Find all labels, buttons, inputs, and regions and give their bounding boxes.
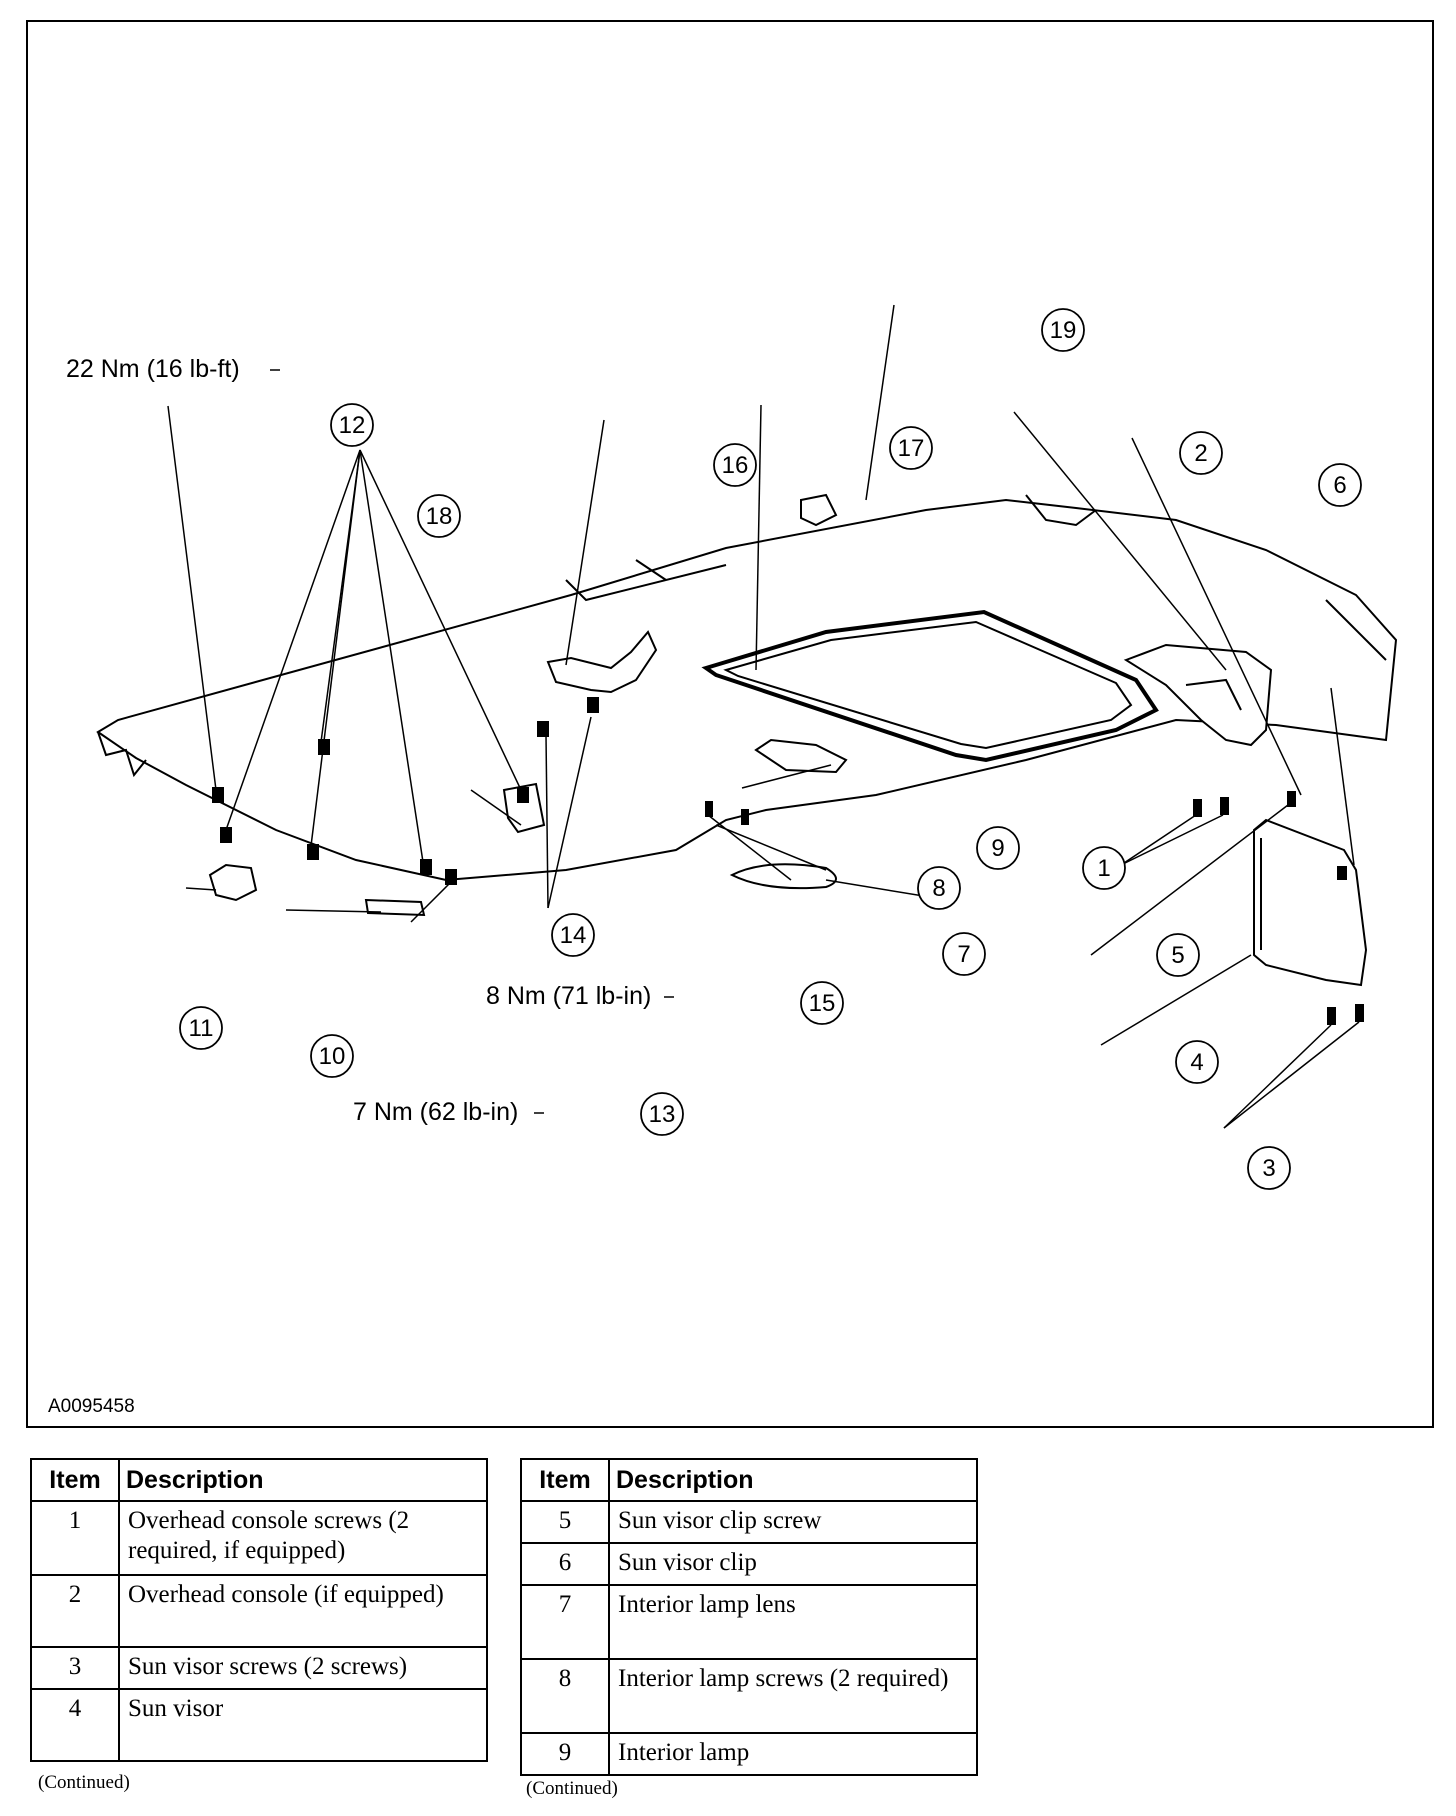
part-19-clip [800, 493, 838, 527]
callout-numbers: 1 2 3 4 5 6 7 8 9 10 11 12 13 14 15 16 1… [189, 317, 1347, 1182]
callout-9-label: 9 [991, 835, 1004, 862]
callout-3 [1247, 1146, 1291, 1190]
parts-table-left: Item Description 1 Overhead console scre… [30, 1458, 488, 1762]
callout-16 [713, 443, 757, 487]
sunroof-opening [701, 609, 1159, 763]
callout-19 [1041, 308, 1085, 352]
callout-6-label: 6 [1333, 472, 1346, 499]
table-row: 1 Overhead console screws (2 required, i… [30, 1500, 488, 1576]
torque-spec-12: 22 Nm (16 lb-ft) [66, 355, 240, 383]
callout-11-label: 11 [189, 1015, 214, 1042]
callout-4 [1175, 1040, 1219, 1084]
item-number: 1 [30, 1500, 120, 1576]
torque-specs: 22 Nm (16 lb-ft) 7 Nm (62 lb-in) 8 Nm (7… [66, 355, 674, 1126]
parts-table-right: Item Description 5 Sun visor clip screw … [520, 1458, 978, 1776]
callouts [179, 308, 1362, 1190]
table-row: 4 Sun visor [30, 1688, 488, 1762]
item-description: Sun visor [118, 1688, 488, 1762]
continued-note: (Continued) [38, 1772, 130, 1793]
table-row: 2 Overhead console (if equipped) [30, 1574, 488, 1648]
item-number: 2 [30, 1574, 120, 1648]
table-row: 8 Interior lamp screws (2 required) [520, 1658, 978, 1734]
table-row: 3 Sun visor screws (2 screws) [30, 1646, 488, 1690]
item-description: Overhead console screws (2 required, if … [118, 1500, 488, 1576]
callout-4-label: 4 [1190, 1049, 1203, 1076]
callout-3-label: 3 [1262, 1155, 1275, 1182]
table-row: 7 Interior lamp lens [520, 1584, 978, 1660]
continued-note: (Continued) [526, 1778, 618, 1799]
table-header-description: Description [118, 1458, 488, 1502]
callout-15 [800, 981, 844, 1025]
item-number: 5 [520, 1500, 610, 1544]
interior-lamp-lens [729, 863, 837, 890]
item-description: Interior lamp [608, 1732, 978, 1776]
callout-14 [551, 913, 595, 957]
callout-12 [330, 403, 374, 447]
torque-spec-13: 7 Nm (62 lb-in) [353, 1098, 518, 1126]
item-description: Overhead console (if equipped) [118, 1574, 488, 1648]
callout-13 [640, 1092, 684, 1136]
grab-handle [546, 630, 658, 694]
callout-2 [1179, 431, 1223, 475]
callout-7 [942, 932, 986, 976]
item-number: 3 [30, 1646, 120, 1690]
callout-15-label: 15 [809, 990, 836, 1017]
item-number: 6 [520, 1542, 610, 1586]
item-number: 7 [520, 1584, 610, 1660]
headliner-exploded-view: 22 Nm (16 lb-ft) 7 Nm (62 lb-in) 8 Nm (7… [26, 20, 1434, 1428]
callout-10-label: 10 [319, 1043, 346, 1070]
callout-11 [179, 1006, 223, 1050]
callout-9 [976, 826, 1020, 870]
callout-8 [917, 866, 961, 910]
table-row: 9 Interior lamp [520, 1732, 978, 1776]
overhead-console [1123, 643, 1273, 747]
part-10 [364, 898, 426, 917]
callout-18 [417, 494, 461, 538]
callout-17 [889, 426, 933, 470]
callout-18-label: 18 [426, 503, 453, 530]
callout-12-label: 12 [339, 412, 366, 439]
callout-10 [310, 1034, 354, 1078]
callout-13-label: 13 [649, 1101, 676, 1128]
fasteners [212, 697, 1364, 1025]
callout-6 [1318, 463, 1362, 507]
figure-id: A0095458 [48, 1396, 135, 1417]
item-description: Interior lamp screws (2 required) [608, 1658, 978, 1734]
torque-spec-15: 8 Nm (71 lb-in) [486, 982, 651, 1010]
item-description: Sun visor clip screw [608, 1500, 978, 1544]
callout-1-label: 1 [1097, 855, 1110, 882]
exploded-diagram-frame: 22 Nm (16 lb-ft) 7 Nm (62 lb-in) 8 Nm (7… [26, 20, 1434, 1428]
interior-lamp [754, 738, 848, 774]
callout-7-label: 7 [957, 941, 970, 968]
item-number: 9 [520, 1732, 610, 1776]
item-description: Interior lamp lens [608, 1584, 978, 1660]
item-description: Sun visor screws (2 screws) [118, 1646, 488, 1690]
sun-visor [1253, 818, 1368, 987]
callout-1 [1082, 846, 1126, 890]
callout-19-label: 19 [1050, 317, 1077, 344]
callout-14-label: 14 [560, 922, 587, 949]
item-number: 4 [30, 1688, 120, 1762]
callout-16-label: 16 [722, 452, 749, 479]
table-header-item: Item [520, 1458, 610, 1502]
table-header-item: Item [30, 1458, 120, 1502]
table-row: 6 Sun visor clip [520, 1542, 978, 1586]
callout-5 [1156, 933, 1200, 977]
part-11 [208, 863, 258, 902]
table-header-description: Description [608, 1458, 978, 1502]
callout-2-label: 2 [1194, 440, 1207, 467]
leader-lines [167, 304, 1360, 1129]
callout-5-label: 5 [1171, 942, 1184, 969]
item-number: 8 [520, 1658, 610, 1734]
table-row: 5 Sun visor clip screw [520, 1500, 978, 1544]
item-description: Sun visor clip [608, 1542, 978, 1586]
callout-17-label: 17 [898, 435, 925, 462]
callout-8-label: 8 [932, 875, 945, 902]
